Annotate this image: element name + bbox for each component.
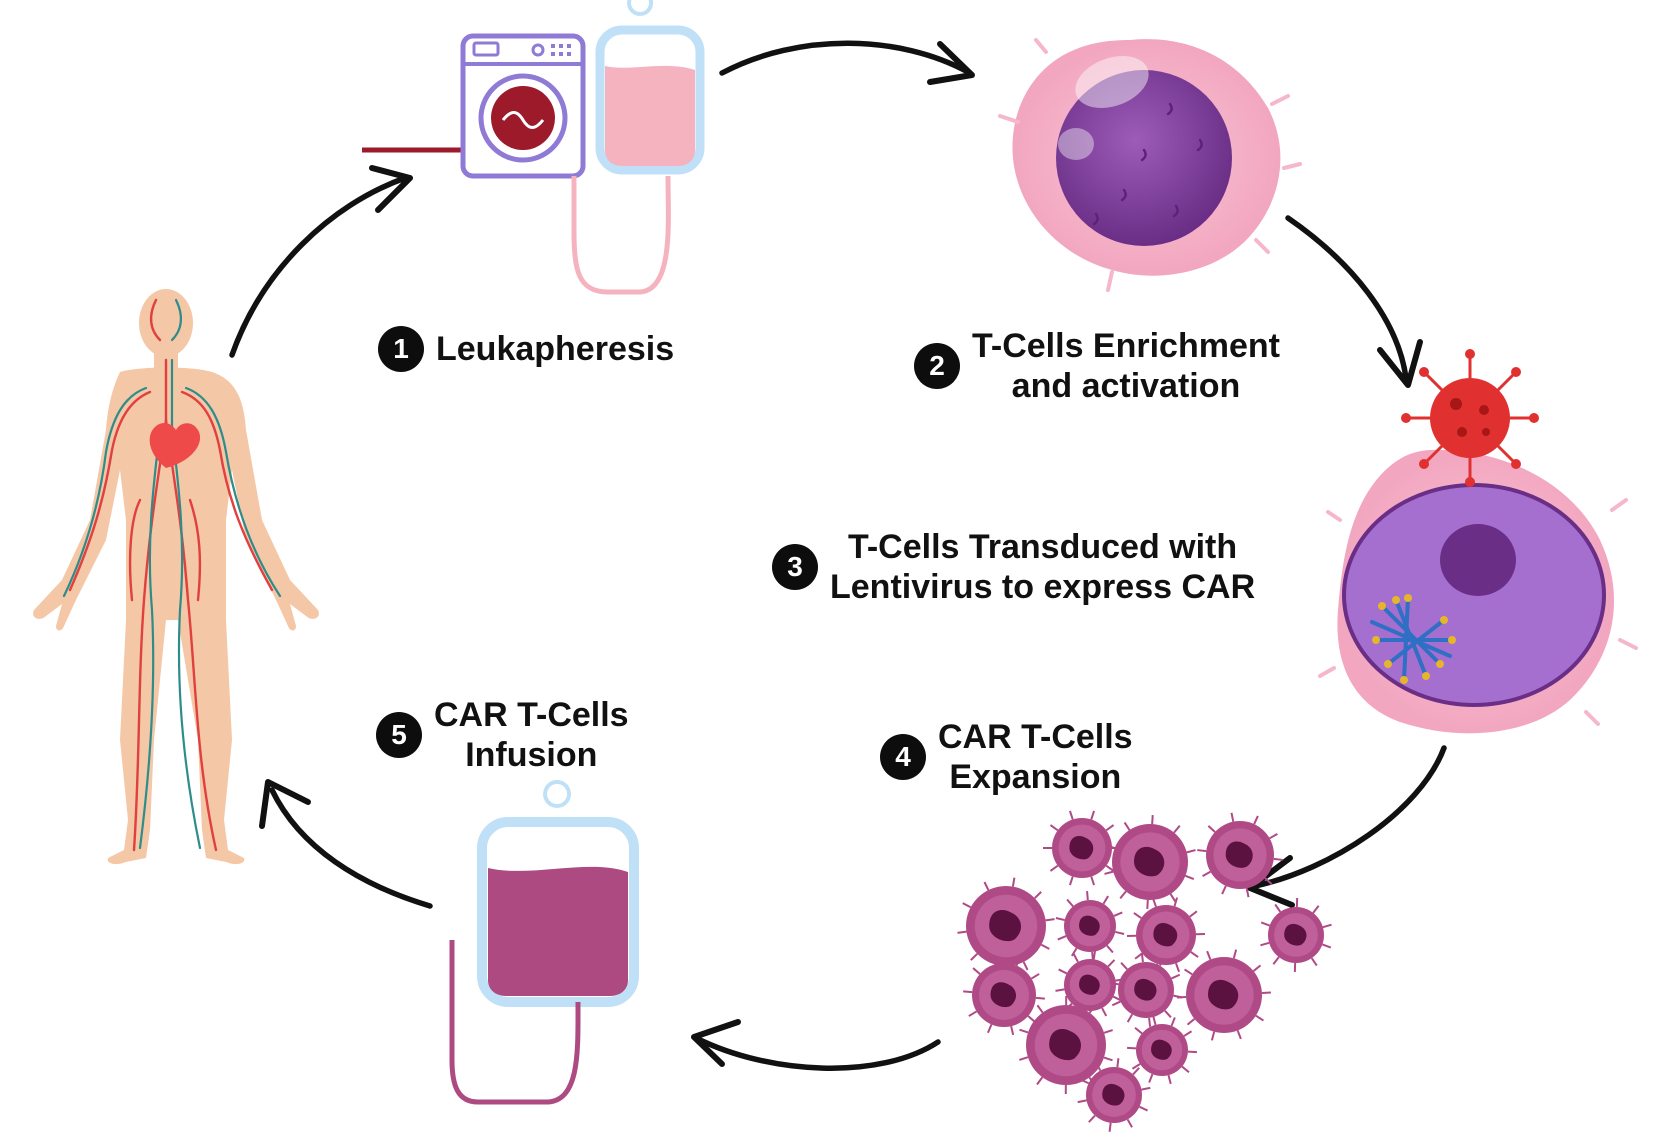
washing-machine-icon	[362, 33, 586, 179]
arrow-expansion-to-infusion	[693, 1035, 941, 1071]
human-body-icon	[33, 289, 319, 865]
arrow-body-to-leukapheresis	[229, 175, 408, 358]
expanded-car-t-cell	[1197, 812, 1283, 898]
step-1-text: Leukapheresis	[436, 330, 675, 368]
expanded-car-t-cell	[1127, 1015, 1197, 1085]
expanded-car-t-cell	[963, 954, 1045, 1036]
virus-icon	[1401, 349, 1539, 487]
expanded-car-t-cell	[957, 877, 1055, 975]
expanded-car-t-cell	[1043, 810, 1121, 886]
heart-icon	[149, 423, 201, 468]
step-4-text-line-1: CAR T-Cells	[938, 718, 1133, 756]
step-3-text-line-2: Lentivirus to express CAR	[830, 568, 1256, 606]
expanded-car-t-cell	[1055, 950, 1125, 1020]
expanded-car-t-cell	[1109, 953, 1183, 1027]
step-2-label: 2 T-Cells Enrichment and activation	[914, 326, 1280, 406]
expanded-car-t-cell	[1260, 897, 1332, 973]
expanded-car-t-cell	[1126, 897, 1206, 973]
expanded-car-t-cell	[1104, 815, 1196, 909]
transduced-cell-icon	[1318, 449, 1638, 734]
expanded-car-t-cell	[1177, 949, 1271, 1041]
expanded-car-t-cell	[1077, 1058, 1151, 1132]
step-4-number-badge: 4	[880, 734, 926, 780]
infusion-bag-icon	[449, 780, 639, 1105]
step-5-text-line-1: CAR T-Cells	[434, 696, 629, 734]
step-3-text-line-1: T-Cells Transduced with	[847, 528, 1238, 566]
arrow-transduced-to-expansion	[1252, 745, 1447, 889]
arrow-leukapheresis-to-tcell	[719, 40, 971, 76]
step-4-text-line-2: Expansion	[949, 758, 1122, 796]
step-3-number-badge: 3	[772, 544, 818, 590]
step-4-label: 4 CAR T-Cells Expansion	[880, 717, 1133, 797]
step-2-number-badge: 2	[914, 343, 960, 389]
t-cell-icon	[998, 38, 1302, 292]
blood-bag-icon	[571, 0, 705, 295]
step-5-text-line-2: Infusion	[465, 736, 598, 774]
step-5-label: 5 CAR T-Cells Infusion	[376, 695, 629, 775]
cycle-arrows	[229, 40, 1447, 1071]
step-3-label: 3 T-Cells Transduced with Lentivirus to …	[772, 527, 1255, 607]
expanded-car-t-cell	[1019, 995, 1113, 1095]
arrow-tcell-to-transduced	[1285, 215, 1409, 381]
step-2-text-line-2: and activation	[1011, 367, 1241, 405]
step-5-number-badge: 5	[376, 712, 422, 758]
arrow-infusion-to-body	[269, 787, 433, 909]
step-1-label: 1 Leukapheresis	[378, 326, 674, 372]
step-1-number-badge: 1	[378, 326, 424, 372]
expanded-car-t-cell	[1055, 891, 1125, 961]
car-receptor-cluster-icon	[1370, 594, 1456, 684]
step-2-text-line-1: T-Cells Enrichment	[972, 327, 1280, 365]
cell-cluster-icon	[957, 810, 1332, 1132]
